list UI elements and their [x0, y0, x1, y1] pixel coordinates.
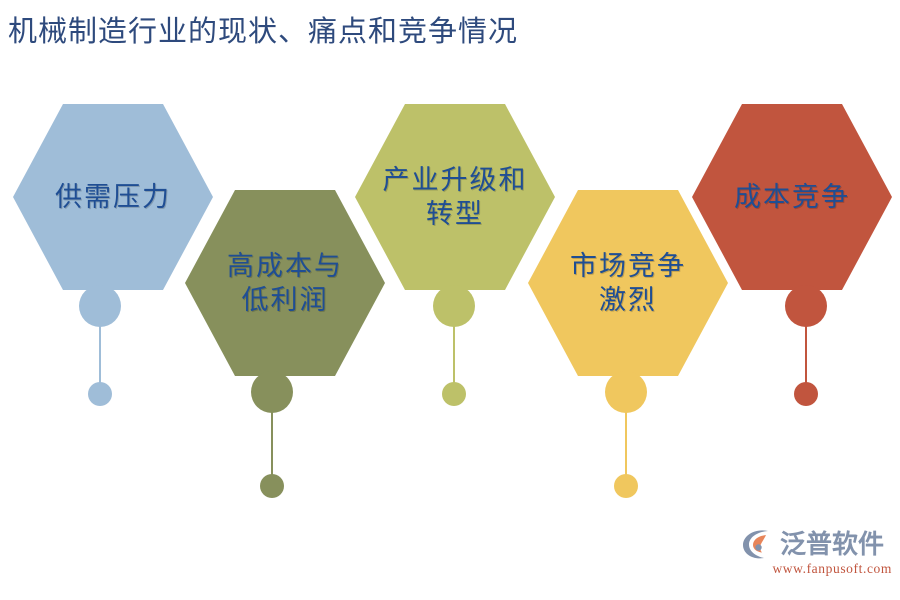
hexagon-node-supply-demand-pressure[interactable]: 供需压力	[13, 104, 213, 290]
pin-dot-large	[251, 371, 293, 413]
hexagon-shape	[528, 190, 728, 376]
hexagon-node-cost-competition[interactable]: 成本竞争	[692, 104, 892, 290]
pin-high-cost-low-profit	[250, 370, 294, 500]
pin-industrial-upgrade-transformation	[432, 284, 476, 408]
logo-url-text: www.fanpusoft.com	[772, 561, 892, 576]
pin-shape	[79, 285, 121, 406]
pin-fierce-market-competition	[604, 370, 648, 500]
pin-dot-small	[260, 474, 284, 498]
pin-dot-large	[79, 285, 121, 327]
logo-wordmark-row: 泛普软件	[742, 528, 892, 560]
pin-supply-demand-pressure	[78, 284, 122, 408]
fanpu-logo-icon	[743, 530, 768, 559]
brand-logo[interactable]: 泛普软件 www.fanpusoft.com	[742, 528, 892, 590]
hexagon-shape	[185, 190, 385, 376]
hexagon-shape	[692, 104, 892, 290]
logo-brand-text: 泛普软件	[780, 529, 885, 559]
pin-dot-small	[614, 474, 638, 498]
page-title: 机械制造行业的现状、痛点和竞争情况	[8, 16, 519, 48]
pin-shape	[433, 285, 475, 406]
pin-dot-small	[442, 382, 466, 406]
pin-dot-large	[433, 285, 475, 327]
pin-dot-small	[88, 382, 112, 406]
pin-cost-competition	[784, 284, 828, 408]
pin-dot-large	[785, 285, 827, 327]
pin-dot-large	[605, 371, 647, 413]
pin-shape	[785, 285, 827, 406]
pin-dot-small	[794, 382, 818, 406]
hexagon-shape	[13, 104, 213, 290]
pin-shape	[605, 371, 647, 498]
pin-shape	[251, 371, 293, 498]
hexagon-shape	[355, 104, 555, 290]
hexagon-node-industrial-upgrade-transformation[interactable]: 产业升级和 转型	[355, 104, 555, 290]
